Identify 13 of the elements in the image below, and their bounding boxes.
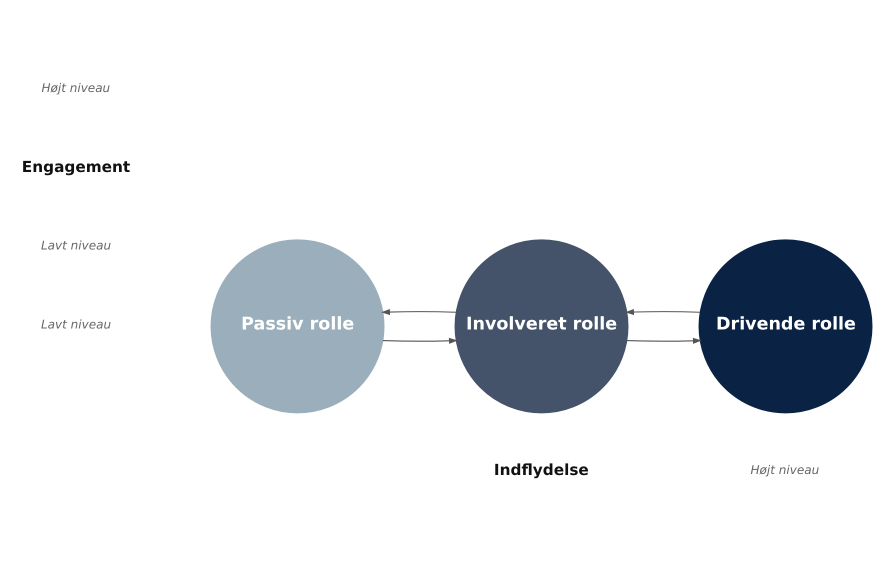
label: Højt niveau xyxy=(750,462,820,477)
label: Lavt niveau xyxy=(40,317,112,332)
label: Indflydelse xyxy=(494,460,589,479)
label: Lavt niveau xyxy=(40,238,112,253)
label: Engagement xyxy=(22,158,130,176)
arrow xyxy=(625,308,700,316)
arrow xyxy=(382,338,458,344)
node-circle: Drivende rolle xyxy=(698,239,872,414)
label: Højt niveau xyxy=(41,81,110,96)
arrow xyxy=(626,338,702,344)
node-circle: Passiv rolle xyxy=(210,239,385,414)
arrow xyxy=(381,308,456,316)
node-circle: Involveret rolle xyxy=(454,239,628,414)
